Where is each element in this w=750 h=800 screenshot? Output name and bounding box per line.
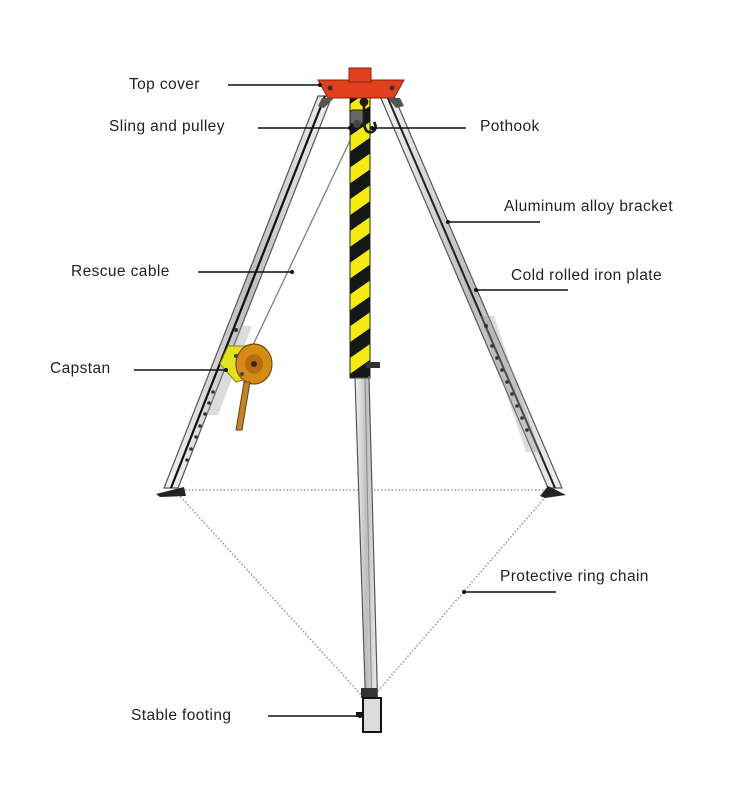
label-sling-and-pulley: Sling and pulley xyxy=(109,118,225,135)
label-aluminum-alloy-bracket: Aluminum alloy bracket xyxy=(504,198,674,215)
label-cold-rolled-iron-plate: Cold rolled iron plate xyxy=(511,267,662,284)
protective-ring-chain xyxy=(177,489,549,699)
left-leg xyxy=(156,95,333,497)
label-pothook: Pothook xyxy=(480,118,540,135)
top-cover xyxy=(317,67,405,108)
right-leg xyxy=(379,95,566,498)
label-capstan: Capstan xyxy=(50,360,111,377)
label-protective-ring-chain: Protective ring chain xyxy=(500,568,649,585)
rescue-cable xyxy=(243,127,357,365)
center-leg-lower xyxy=(354,362,380,717)
leader-lines xyxy=(134,84,568,717)
label-stable-footing: Stable footing xyxy=(131,707,232,724)
label-top-cover: Top cover xyxy=(129,76,200,93)
label-rescue-cable: Rescue cable xyxy=(71,263,170,280)
capstan xyxy=(219,343,273,431)
pothook xyxy=(359,97,377,134)
